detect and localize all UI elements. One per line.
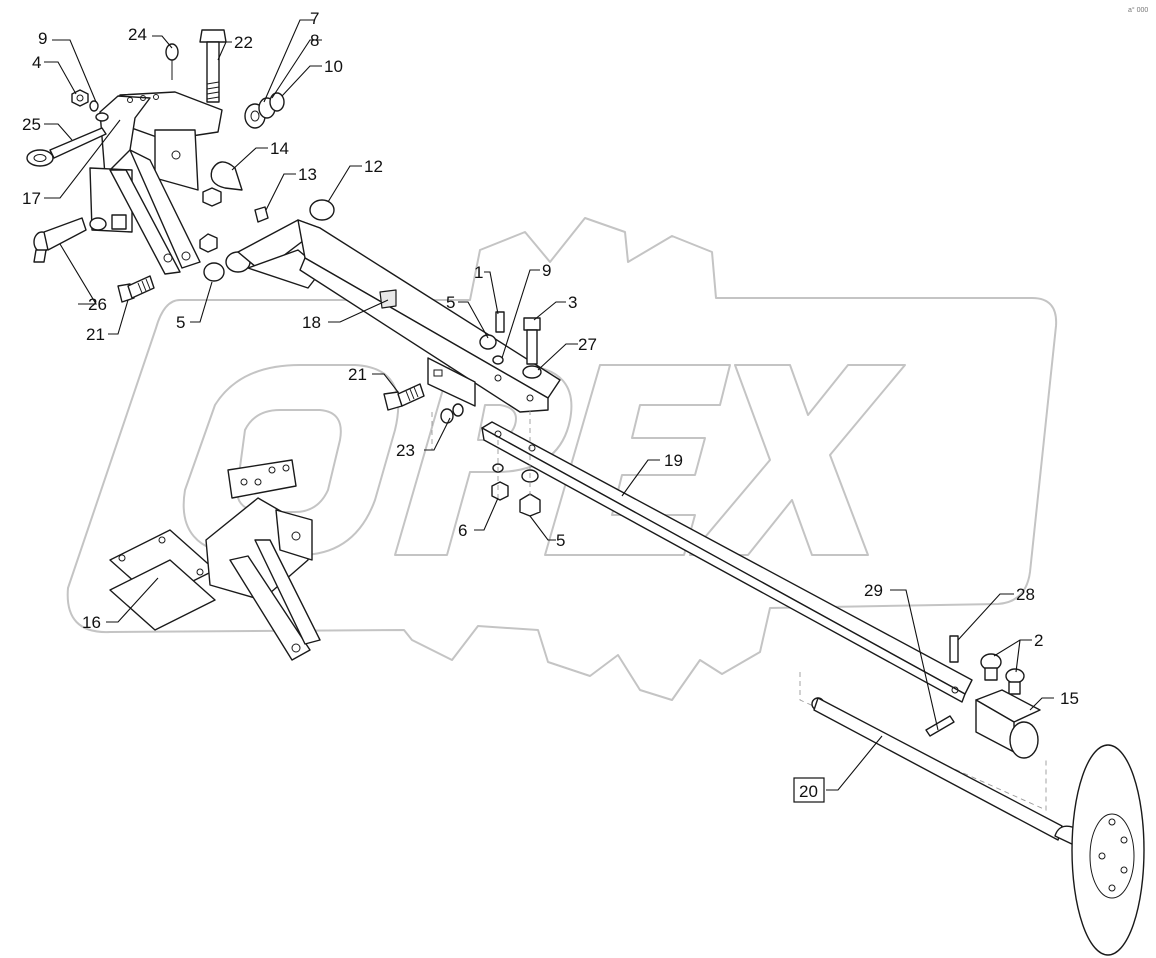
callout-16: 16 xyxy=(82,613,101,632)
callout-26: 26 xyxy=(88,295,107,314)
hitch-bracket xyxy=(89,91,223,275)
callout-28: 28 xyxy=(1016,585,1035,604)
callout-23: 23 xyxy=(396,441,415,460)
callout-19: 19 xyxy=(664,451,683,470)
watermark xyxy=(66,217,1058,701)
callout-13: 13 xyxy=(298,165,317,184)
leader-lines xyxy=(44,19,1054,791)
nut-5-hitch xyxy=(199,233,225,282)
callout-20-box xyxy=(793,777,825,803)
watermark-letter-x xyxy=(689,364,906,556)
axle-20 xyxy=(811,697,1145,956)
callout-20: 20 xyxy=(799,782,818,801)
beam-19 xyxy=(481,421,973,703)
callout-7: 7 xyxy=(310,9,319,28)
callout-2: 2 xyxy=(1034,631,1043,650)
clamp-15 xyxy=(975,689,1041,759)
grease-nipple-13 xyxy=(254,206,269,223)
cone-14 xyxy=(202,161,243,207)
callout-3: 3 xyxy=(568,293,577,312)
callout-10: 10 xyxy=(324,57,343,76)
bolts-2 xyxy=(980,653,1025,695)
callout-14: 14 xyxy=(270,139,289,158)
callout-5-hitch: 5 xyxy=(176,313,185,332)
corner-code: a° 000 xyxy=(1128,6,1148,14)
bolt-22 xyxy=(199,29,227,103)
clamp-plate xyxy=(427,357,476,407)
pin-26 xyxy=(33,217,107,263)
callout-17: 17 xyxy=(22,189,41,208)
hardware-mid xyxy=(383,311,542,517)
bracket-16 xyxy=(109,459,321,661)
callout-12: 12 xyxy=(364,157,383,176)
callout-labels: 9 4 25 17 24 22 7 8 10 14 13 12 26 21 5 … xyxy=(22,9,1079,803)
washer-stack xyxy=(244,92,285,129)
callout-27: 27 xyxy=(578,335,597,354)
callout-9: 9 xyxy=(38,29,47,48)
bolt-21-upper xyxy=(117,275,155,303)
callout-1: 1 xyxy=(474,263,483,282)
callout-5-mid: 5 xyxy=(446,293,455,312)
callout-24: 24 xyxy=(128,25,147,44)
callout-18: 18 xyxy=(302,313,321,332)
callout-5-lower: 5 xyxy=(556,531,565,550)
clip-24 xyxy=(165,43,179,80)
callout-4: 4 xyxy=(32,53,41,72)
callout-21-mid: 21 xyxy=(348,365,367,384)
callout-15: 15 xyxy=(1060,689,1079,708)
watermark-gear-outline xyxy=(66,217,1058,701)
key-29 xyxy=(925,715,955,737)
callout-29: 29 xyxy=(864,581,883,600)
callout-9-mid: 9 xyxy=(542,261,551,280)
beam-18 xyxy=(225,219,561,413)
callout-25: 25 xyxy=(22,115,41,134)
callout-8: 8 xyxy=(310,31,319,50)
callout-22: 22 xyxy=(234,33,253,52)
callout-21-upper: 21 xyxy=(86,325,105,344)
dashed-guide xyxy=(431,410,1047,811)
pin-28 xyxy=(949,635,959,663)
nut-12 xyxy=(309,199,335,221)
callout-6: 6 xyxy=(458,521,467,540)
lynch-pin-25 xyxy=(26,112,109,167)
watermark-letter-e xyxy=(544,364,731,556)
